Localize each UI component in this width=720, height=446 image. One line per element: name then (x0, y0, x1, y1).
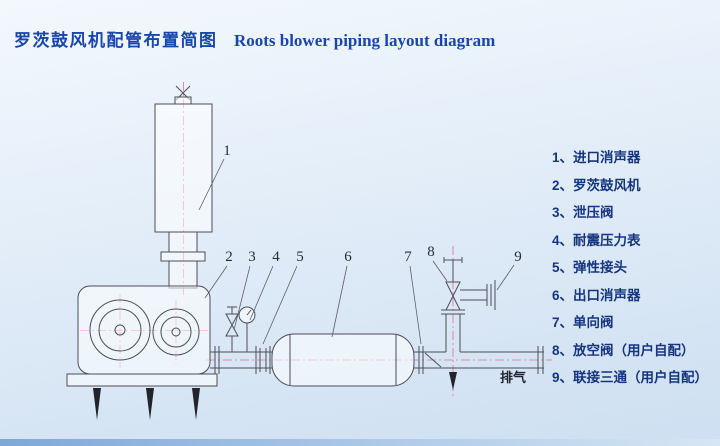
vent-valve (441, 257, 465, 390)
discharge-pipe-left (210, 346, 272, 374)
anchor-arrow (146, 388, 154, 420)
callout-8: 8 (427, 244, 435, 260)
legend-item-1: 1、进口消声器 (552, 150, 641, 165)
legend-item-2: 2、罗茨鼓风机 (552, 177, 641, 193)
flow-arrow (449, 372, 457, 390)
legend-item-8: 8、放空阀（用户自配） (552, 342, 695, 358)
roots-blower (66, 285, 218, 420)
title-chinese: 罗茨鼓风机配管布置简图 (14, 31, 218, 50)
callout-6: 6 (344, 249, 352, 265)
exhaust-label: 排气 (500, 370, 526, 385)
pressure-gauge (238, 306, 256, 352)
callout-7: 7 (404, 249, 412, 265)
flexible-joint (255, 346, 271, 374)
anchor-arrow (192, 388, 200, 420)
callout-9: 9 (514, 249, 522, 265)
legend: 1、进口消声器 2、罗茨鼓风机 3、泄压阀 4、耐震压力表 5、弹性接头 6、出… (552, 144, 708, 392)
anchor-arrow (93, 388, 101, 420)
legend-item-4: 4、耐震压力表 (552, 232, 641, 248)
check-valve (418, 346, 442, 374)
callout-3: 3 (248, 249, 256, 265)
inlet-silencer (154, 85, 213, 289)
title-english: Roots blower piping layout diagram (233, 31, 496, 50)
leader-lines (198, 158, 515, 345)
bottom-gradient-bar (0, 439, 720, 446)
callout-4: 4 (272, 249, 280, 265)
callout-5: 5 (296, 249, 304, 265)
connecting-tee (460, 280, 496, 310)
legend-item-7: 7、单向阀 (552, 315, 614, 330)
legend-item-6: 6、出口消声器 (552, 287, 641, 303)
legend-item-3: 3、泄压阀 (552, 205, 614, 220)
legend-item-5: 5、弹性接头 (552, 260, 628, 275)
legend-item-9: 9、联接三通（用户自配） (552, 370, 709, 385)
pressure-relief-valve (225, 306, 239, 352)
page-title: 罗茨鼓风机配管布置简图 Roots blower piping layout d… (14, 26, 495, 51)
callout-1: 1 (223, 143, 231, 159)
callout-2: 2 (225, 249, 233, 265)
outlet-silencer (271, 333, 415, 387)
